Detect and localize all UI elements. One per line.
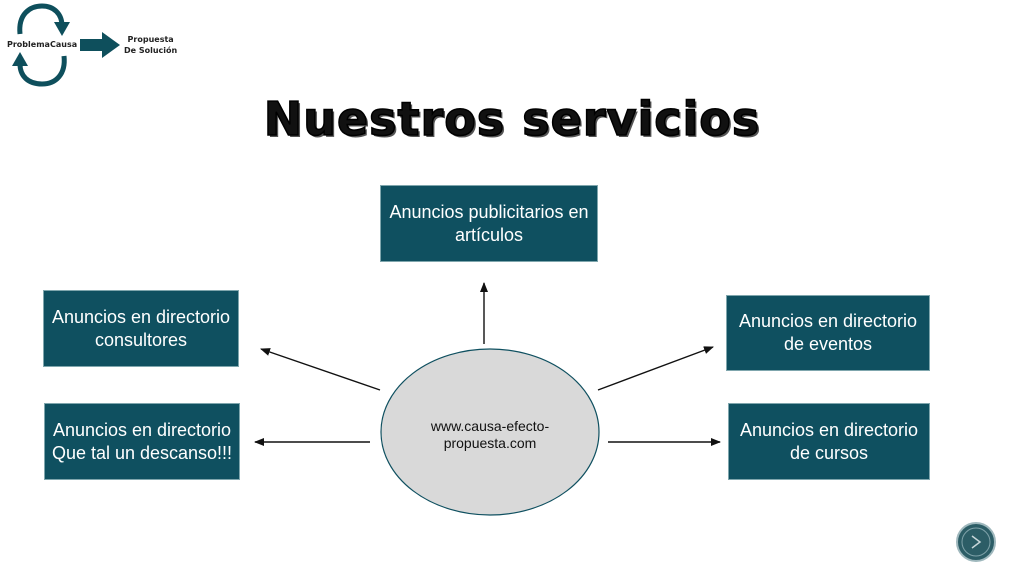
center-ellipse bbox=[380, 348, 600, 516]
slide-nav-icon bbox=[971, 535, 982, 549]
logo-arrow-icon bbox=[80, 32, 120, 58]
logo-solution-line1: Propuesta bbox=[127, 35, 174, 44]
arrow-to-right-top bbox=[597, 346, 714, 391]
service-box-rest: Anuncios en directorio Que tal un descan… bbox=[44, 403, 240, 480]
service-box-events: Anuncios en directorio de eventos bbox=[726, 295, 930, 371]
logo-solution-line2: De Solución bbox=[124, 46, 178, 55]
center-label-line1: www.causa-efecto- bbox=[430, 418, 550, 434]
logo-cycle-icon bbox=[12, 3, 70, 87]
arrow-to-left-top bbox=[260, 348, 381, 391]
center-website-label: www.causa-efecto- propuesta.com bbox=[400, 418, 580, 452]
service-box-articles: Anuncios publicitarios en artículos bbox=[380, 185, 598, 262]
center-label-line2: propuesta.com bbox=[443, 435, 537, 451]
slide-nav-button[interactable] bbox=[956, 522, 996, 562]
logo-cause-label: Causa bbox=[50, 40, 78, 49]
logo-solution-label: Propuesta De Solución bbox=[124, 34, 177, 56]
service-box-consultants: Anuncios en directorio consultores bbox=[43, 290, 239, 367]
page-title: Nuestros servicios bbox=[263, 91, 761, 147]
service-box-courses: Anuncios en directorio de cursos bbox=[728, 403, 930, 480]
logo-problem-label: Problema bbox=[7, 40, 50, 49]
